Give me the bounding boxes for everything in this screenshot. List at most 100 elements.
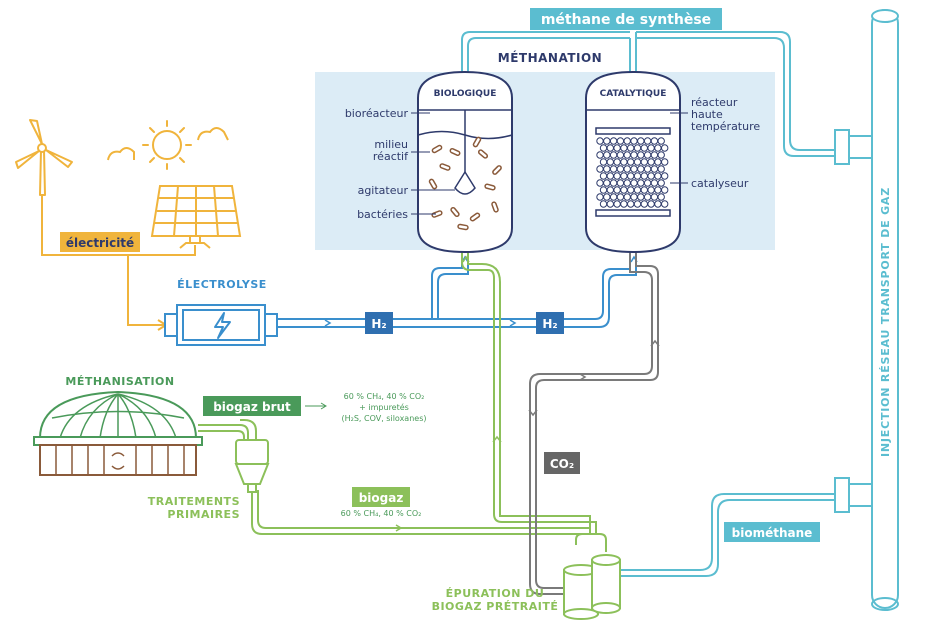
catalyst-pellet: [623, 165, 631, 173]
catalyst-pellet: [609, 165, 618, 173]
catalyst-pellet: [650, 165, 659, 173]
catalyst-pellet: [623, 137, 631, 145]
catalyst-pellet: [657, 151, 665, 159]
bioreacteur-label: bioréacteur: [345, 107, 409, 120]
co2-tag-bg: [544, 452, 580, 474]
catalyst-pellet: [609, 193, 618, 201]
biogaz-tag: biogaz: [359, 491, 404, 505]
catalyst-pellet: [627, 200, 635, 208]
h2-tag-a: H₂: [371, 317, 386, 331]
reacteur-label-3: température: [691, 120, 760, 133]
co2-tag: CO₂: [550, 457, 574, 471]
catalyst-pellet: [640, 144, 648, 152]
catalyst-pellet: [603, 193, 611, 201]
catalyst-pellet: [599, 172, 608, 180]
bacteries-label: bactéries: [357, 208, 408, 221]
electrolyse-title: ÉLECTROLYSE: [177, 278, 267, 291]
injection-label: INJECTION RÉSEAU TRANSPORT DE GAZ: [879, 187, 892, 457]
catalyst-pellet: [627, 172, 635, 180]
h2-tag-a-bg: [365, 312, 393, 334]
catalyst-pellet: [603, 151, 611, 159]
catalyst-pellet: [606, 172, 614, 180]
catalyst-pellet: [627, 158, 635, 166]
catalyst-pellet: [657, 165, 665, 173]
catalyst-pellet: [596, 151, 604, 159]
catalyst-pellet: [620, 144, 628, 152]
catalyst-pellet: [654, 144, 662, 152]
biomethane-pipe: [618, 493, 835, 577]
biomethane-tag: biométhane: [732, 526, 813, 540]
electricity-lines: [41, 195, 196, 331]
catalyst-pellet: [627, 144, 635, 152]
reacteur-label-2: haute: [691, 108, 723, 121]
leader-lines: [411, 112, 688, 215]
catalyst-pellet: [657, 137, 665, 145]
catalyst-pellet: [637, 193, 645, 201]
catalyst-pellet: [603, 137, 611, 145]
catalyst-pellet: [654, 200, 662, 208]
catalyst-pellet: [650, 151, 659, 159]
catalyst-pellet: [643, 137, 652, 145]
catalyseur-label: catalyseur: [691, 177, 749, 190]
catalyst-pellet: [613, 186, 621, 194]
h2-tag-b: H₂: [542, 317, 557, 331]
catalyst-pellet: [609, 151, 618, 159]
catalyst-pellet: [643, 193, 652, 201]
catalyst-pellet: [620, 172, 628, 180]
catalyst-pellet: [630, 193, 638, 201]
catalyst-pellet: [606, 200, 614, 208]
catalyst-pellet: [633, 144, 642, 152]
brut-comp-3: (H₂S, COV, siloxanes): [342, 414, 427, 423]
catalyst-pellet: [609, 137, 618, 145]
catalyst-pellet: [650, 179, 659, 187]
catalyst-pellet: [596, 193, 604, 201]
catalyst-pellet: [637, 137, 645, 145]
catalyst-pellet: [613, 172, 621, 180]
catalyst-pellet: [599, 200, 608, 208]
methanisation-title: MÉTHANISATION: [65, 375, 174, 388]
catalyst-pellet: [633, 200, 642, 208]
catalyst-pellet: [613, 144, 621, 152]
biogas-flow-arrows: [395, 255, 502, 532]
catalyst-pellet: [616, 165, 625, 173]
catalyst-pellet: [661, 200, 669, 208]
biogas-pipe: [198, 252, 597, 545]
catalyst-pellet: [643, 165, 652, 173]
catalyst-pellet: [616, 137, 625, 145]
catalyst-pellet: [620, 186, 628, 194]
catalyst-pellet: [630, 179, 638, 187]
catalyst-pellet: [647, 200, 655, 208]
catalyst-pellet: [630, 151, 638, 159]
methanation-title: MÉTHANATION: [498, 50, 602, 65]
sun-icon: [142, 120, 192, 170]
catalyst-pellet: [606, 144, 614, 152]
methanation-panel: [315, 72, 775, 250]
biogaz-comp: 60 % CH₄, 40 % CO₂: [341, 509, 422, 518]
epuration-title-1: ÉPURATION DU: [446, 587, 545, 600]
digester-icon: [33, 390, 203, 476]
catalyst-pellet: [657, 179, 665, 187]
catalytic-reactor-icon: [585, 70, 681, 254]
purification-tanks-icon: [563, 533, 621, 620]
catalyst-pellet: [637, 151, 645, 159]
catalyst-pellet: [599, 186, 608, 194]
wind-turbine-icon: [15, 119, 73, 196]
catalyst-pellet: [650, 137, 659, 145]
catalyst-pellet: [630, 165, 638, 173]
catalyst-pellet: [647, 172, 655, 180]
catalyst-pellet: [643, 151, 652, 159]
catalyst-pellet: [661, 172, 669, 180]
catalyst-pellet: [640, 172, 648, 180]
biogaz-brut-tag: biogaz brut: [213, 400, 291, 414]
catalyst-pellet: [620, 158, 628, 166]
catalyst-pellet: [643, 179, 652, 187]
catalyst-pellet: [637, 165, 645, 173]
biogaz-tag-bg: [352, 487, 410, 507]
biogaz-brut-pointer-arrow: [320, 402, 327, 410]
catalyst-pellet: [599, 144, 608, 152]
traitements-title-2: PRIMAIRES: [167, 508, 240, 521]
catalyst-pellet: [616, 193, 625, 201]
electrolyser-icon: [164, 304, 278, 346]
catalyst-pellet: [596, 179, 604, 187]
catalyst-pellet: [647, 158, 655, 166]
